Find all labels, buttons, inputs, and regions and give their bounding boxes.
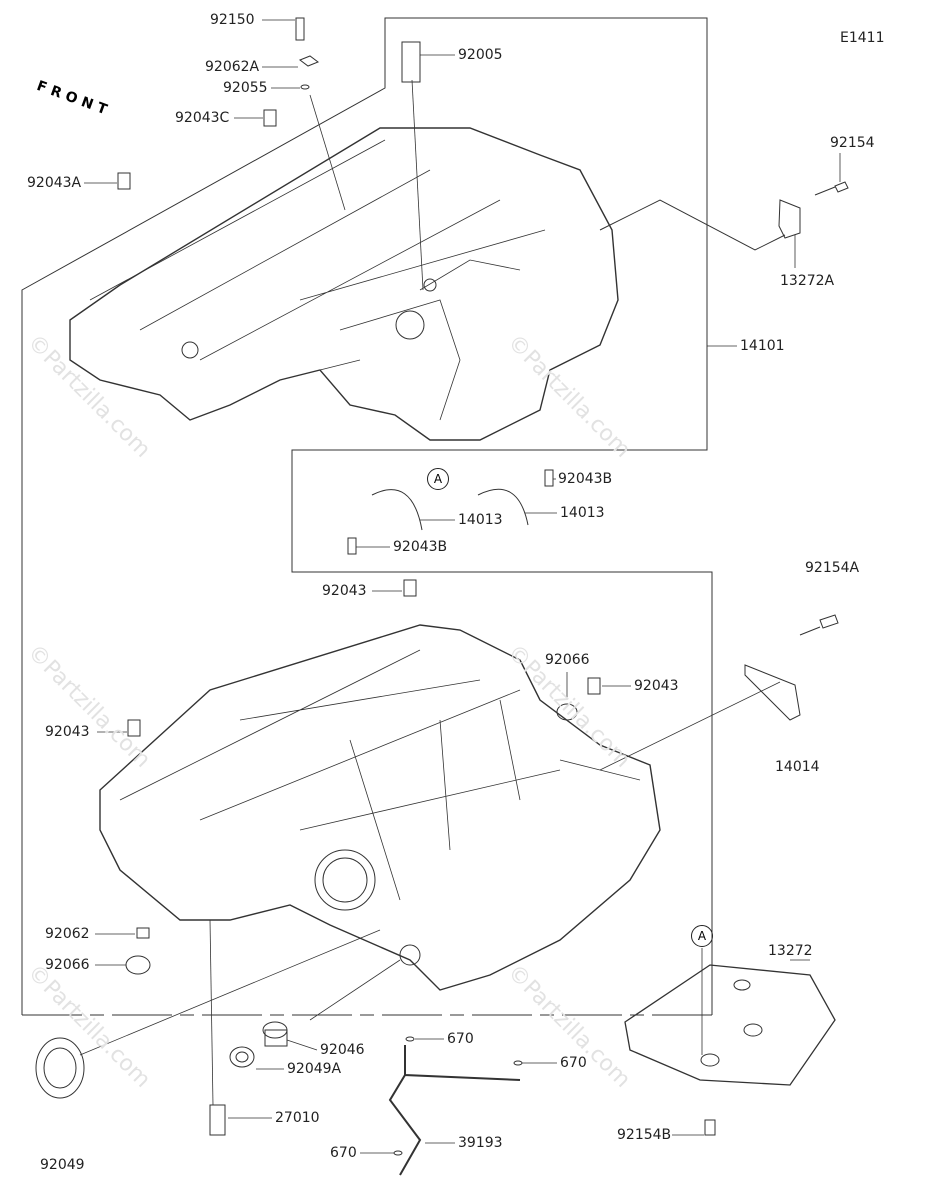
part-label[interactable]: 14101	[740, 338, 785, 354]
part-label[interactable]: 92043B	[558, 471, 613, 487]
oil-pipe	[388, 1045, 521, 1176]
part-label[interactable]: 92055	[223, 80, 268, 96]
upper-case-frame	[21, 17, 713, 1015]
upper-crankcase	[69, 127, 619, 441]
part-label[interactable]: 39193	[458, 1135, 503, 1151]
part-label[interactable]: 92150	[210, 12, 255, 28]
part-label[interactable]: 92154	[830, 135, 875, 151]
cover-14014-shape	[744, 664, 801, 721]
part-label[interactable]: 92043C	[175, 110, 230, 126]
part-label[interactable]: 92049A	[287, 1061, 342, 1077]
part-label[interactable]: 92066	[545, 652, 590, 668]
part-label[interactable]: 92066	[45, 957, 90, 973]
reference-marker: A	[691, 925, 713, 947]
cover-leader	[599, 199, 786, 251]
part-label[interactable]: 92043	[45, 724, 90, 740]
part-label[interactable]: 670	[447, 1031, 474, 1047]
part-label[interactable]: 92043	[634, 678, 679, 694]
part-label[interactable]: 13272	[768, 943, 813, 959]
part-label[interactable]: 92062A	[205, 59, 260, 75]
part-label[interactable]: 92062	[45, 926, 90, 942]
part-label[interactable]: 92043B	[393, 539, 448, 555]
part-label[interactable]: 92043A	[27, 175, 82, 191]
part-label[interactable]: 14014	[775, 759, 820, 775]
part-label[interactable]: 13272A	[780, 273, 835, 289]
oil-pan	[624, 964, 836, 1086]
part-label[interactable]: 14013	[458, 512, 503, 528]
part-label[interactable]: 670	[560, 1055, 587, 1071]
part-label[interactable]: 92005	[458, 47, 503, 63]
part-label[interactable]: 14013	[560, 505, 605, 521]
diagram-code: E1411	[840, 30, 885, 46]
part-label[interactable]: 92043	[322, 583, 367, 599]
lower-crankcase	[99, 624, 661, 991]
part-label[interactable]: 92046	[320, 1042, 365, 1058]
part-label[interactable]: 27010	[275, 1110, 320, 1126]
part-label[interactable]: 92049	[40, 1157, 85, 1173]
part-label[interactable]: 92154B	[617, 1127, 672, 1143]
part-label[interactable]: 670	[330, 1145, 357, 1161]
part-label[interactable]: 92154A	[805, 560, 860, 576]
reference-marker: A	[427, 468, 449, 490]
